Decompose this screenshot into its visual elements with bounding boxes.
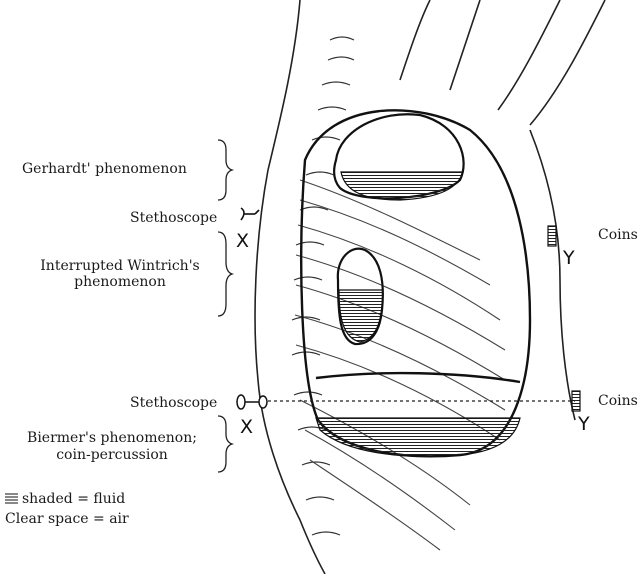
ribs (295, 180, 505, 550)
gerhardt-label: Gerhardt' phenomenon (22, 161, 187, 177)
brace-biermer (218, 416, 232, 472)
brace-wintrich (218, 232, 232, 316)
body-outline (255, 0, 605, 574)
stethoscope-icon-bottom (237, 395, 267, 409)
coins-label-top: Coins (598, 227, 638, 243)
x-marker-top: X (236, 230, 249, 252)
legend-shaded-label: shaded = fluid (22, 491, 125, 507)
coins-icon-bottom (572, 391, 580, 411)
gerhardt-cavity (334, 114, 464, 200)
biermer-label-2: coin-percussion (12, 447, 212, 463)
brace-gerhardt (218, 140, 232, 200)
stethoscope-label-top: Stethoscope (130, 210, 217, 226)
coins-icon-top (548, 226, 556, 246)
coins-label-bottom: Coins (598, 393, 638, 409)
interrupted-wintrich-label-2: phenomenon (22, 274, 218, 290)
biermer-label-1: Biermer's phenomenon; (12, 430, 212, 446)
interrupted-wintrich-label-1: Interrupted Wintrich's (22, 258, 218, 274)
fluid-legend-swatch (5, 494, 18, 503)
biermer-cavity (316, 373, 520, 456)
stethoscope-label-bottom: Stethoscope (130, 395, 217, 411)
y-marker-bottom: Y (578, 413, 590, 435)
stethoscope-icon-top (241, 208, 259, 220)
wintrich-cavity (338, 249, 383, 344)
x-marker-bottom: X (240, 416, 253, 438)
y-marker-top: Y (563, 247, 575, 269)
legend-clear-label: Clear space = air (5, 511, 129, 527)
